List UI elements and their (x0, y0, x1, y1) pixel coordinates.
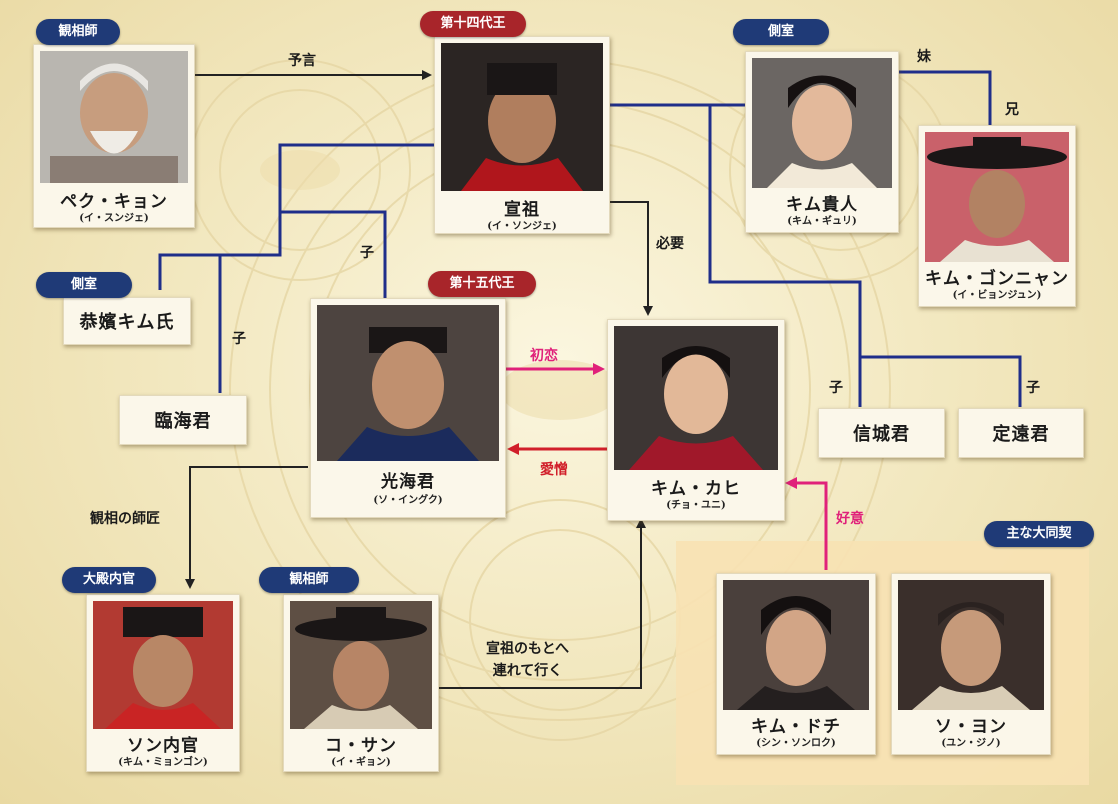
card-kim-kahi: キム・カヒ (チョ・ユニ) (607, 319, 785, 521)
card-so-yon: ソ・ヨン (ユン・ジノ) (891, 573, 1051, 755)
relation-label-child: 子 (1026, 380, 1040, 396)
person-name: コ・サン (325, 736, 397, 756)
relation-line: 連れて行く (492, 663, 563, 679)
person-name: 臨海君 (154, 411, 212, 432)
card-seonjo: 宣祖 (イ・ソンジェ) (434, 36, 610, 234)
person-name: キム・ゴンニャン (925, 269, 1069, 289)
person-name: 定遠君 (992, 424, 1050, 445)
person-name: ソ・ヨン (935, 717, 1007, 737)
relation-label-need: 必要 (656, 236, 684, 252)
card-baek-kyung: ペク・キョン (イ・スンジェ) (33, 44, 195, 228)
relation-line: 宣祖のもとへ (486, 641, 570, 657)
portrait-photo (723, 580, 869, 710)
actor-name: (シン・ソンロク) (756, 738, 836, 749)
badge-sokushitsu: 側室 (36, 272, 132, 298)
badge-kansoushi: 観相師 (259, 567, 359, 593)
relation-label-child: 子 (360, 245, 374, 261)
relation-label-goodwill: 好意 (836, 511, 864, 527)
person-name: ソン内官 (127, 736, 199, 756)
relation-label-prophecy: 予言 (288, 53, 316, 69)
badge-kansoushi: 観相師 (36, 19, 120, 45)
relation-label-brother: 兄 (1005, 102, 1019, 118)
card-kyohin-kim: 恭嬪キム氏 (63, 297, 191, 345)
portrait-photo (441, 43, 603, 191)
relation-label-take-to-seonjo: 宣祖のもとへ 連れて行く (486, 638, 569, 682)
actor-name: (チョ・ユニ) (666, 500, 726, 511)
card-jeongwon-gun: 定遠君 (958, 408, 1084, 458)
actor-name: (イ・スンジェ) (79, 213, 149, 224)
portrait-photo (614, 326, 778, 470)
actor-name: (キム・ミョンゴン) (118, 757, 208, 768)
portrait-photo (93, 601, 233, 729)
card-kim-gonnyan: キム・ゴンニャン (イ・ビョンジュン) (918, 125, 1076, 307)
portrait-photo (925, 132, 1069, 262)
card-kim-kwiin: キム貴人 (キム・ギュリ) (745, 51, 899, 233)
badge-daiden-naikan: 大殿内官 (62, 567, 156, 593)
person-name: 信城君 (853, 424, 910, 445)
portrait-photo (317, 305, 499, 461)
card-son-naegwan: ソン内官 (キム・ミョンゴン) (86, 594, 240, 772)
portrait-photo (898, 580, 1044, 710)
person-name: 宣祖 (504, 200, 540, 220)
person-name: キム・カヒ (651, 479, 741, 499)
actor-name: (キム・ギュリ) (787, 216, 857, 227)
portrait-photo (40, 51, 188, 183)
actor-name: (イ・ビョンジュン) (952, 290, 1042, 301)
relation-label-first-love: 初恋 (530, 348, 558, 364)
person-name: キム貴人 (786, 195, 858, 215)
actor-name: (イ・ギョン) (331, 757, 391, 768)
relation-label-child: 子 (829, 380, 843, 396)
actor-name: (ソ・イングク) (373, 495, 443, 506)
badge-king-15: 第十五代王 (428, 271, 536, 297)
relation-label-sister: 妹 (917, 49, 931, 65)
actor-name: (イ・ソンジェ) (487, 221, 557, 232)
relation-label-mentor: 観相の師匠 (90, 511, 160, 527)
actor-name: (ユン・ジノ) (941, 738, 1001, 749)
person-name: 恭嬪キム氏 (79, 312, 175, 333)
badge-main-daidoukei: 主な大同契 (984, 521, 1094, 547)
card-imhae-gun: 臨海君 (119, 395, 247, 445)
portrait-photo (290, 601, 432, 729)
person-name: 光海君 (381, 472, 435, 492)
badge-sokushitsu: 側室 (733, 19, 829, 45)
card-ko-san: コ・サン (イ・ギョン) (283, 594, 439, 772)
relation-label-love-hate: 愛憎 (540, 462, 568, 478)
badge-king-14: 第十四代王 (420, 11, 526, 37)
portrait-photo (752, 58, 892, 188)
relation-label-child: 子 (232, 331, 246, 347)
person-name: ペク・キョン (60, 192, 168, 212)
person-name: キム・ドチ (751, 717, 841, 737)
card-kim-dochi: キム・ドチ (シン・ソンロク) (716, 573, 876, 755)
card-sinseong-gun: 信城君 (818, 408, 945, 458)
card-gwanghae-gun: 光海君 (ソ・イングク) (310, 298, 506, 518)
